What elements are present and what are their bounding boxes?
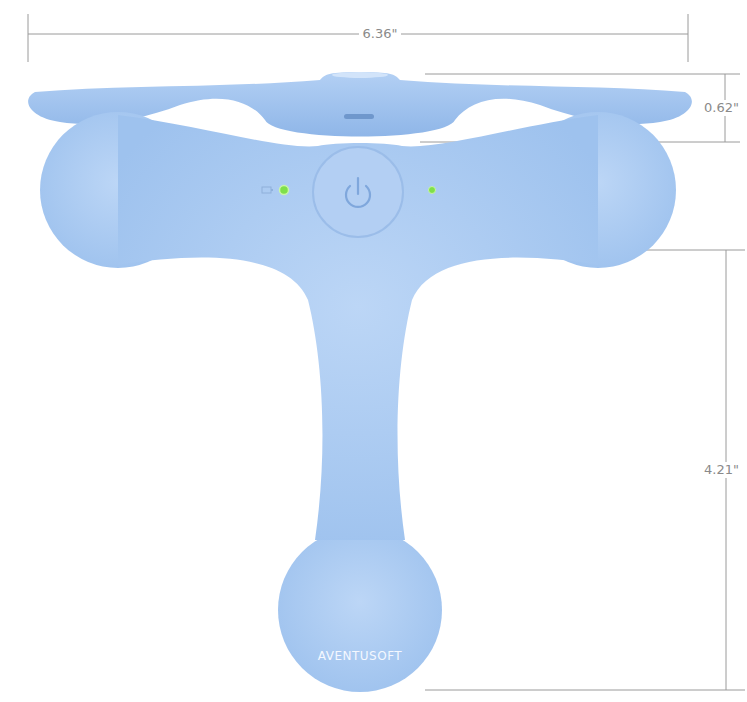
dimension-label: 6.36" <box>359 26 402 42</box>
status-led <box>280 186 289 195</box>
front-view <box>40 112 676 692</box>
status-led <box>429 187 436 194</box>
dimension-label: 0.62" <box>700 100 743 116</box>
battery-icon <box>262 187 271 193</box>
power-icon <box>346 178 370 207</box>
brand-name: AVENTUSOFT <box>318 649 402 663</box>
dimension-label: 4.21" <box>700 462 743 478</box>
power-button <box>313 147 403 237</box>
usb-port <box>344 114 374 119</box>
